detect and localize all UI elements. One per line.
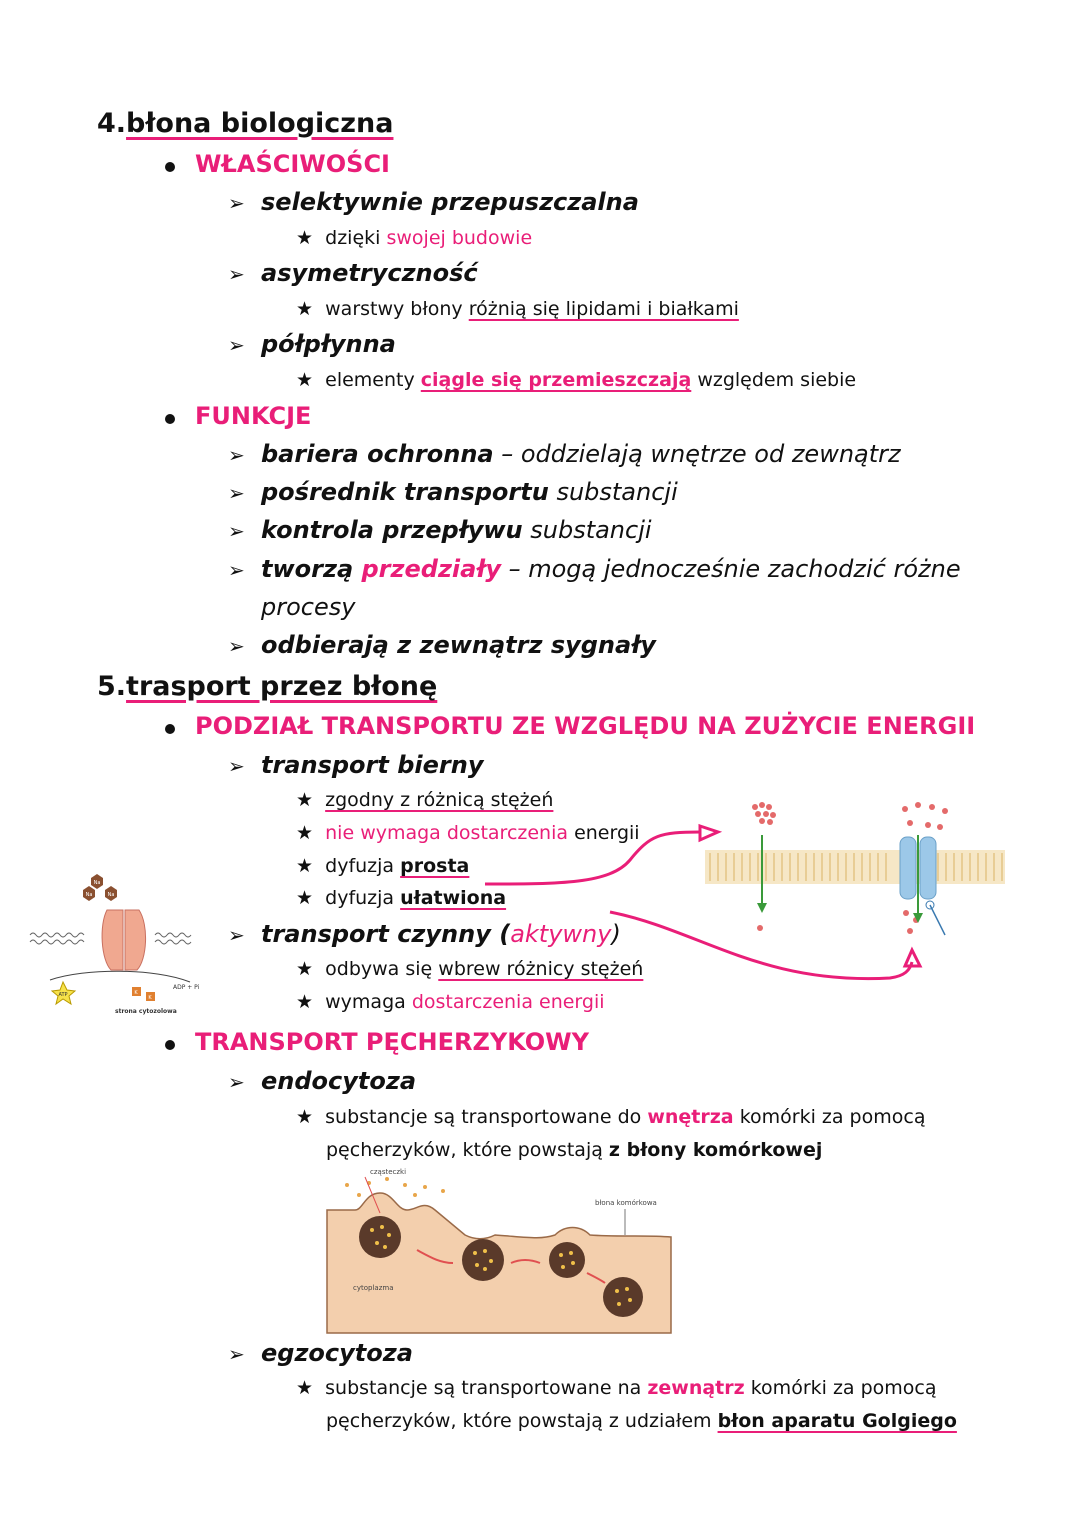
na-label: Na	[86, 892, 93, 898]
arrow-bullet-icon: ➢	[228, 1070, 245, 1094]
function-3: kontrola przepływu substancji	[261, 516, 652, 544]
arrow-bullet-icon: ➢	[228, 333, 245, 357]
star-item-cont: pęcherzyków, które powstają z udziałem b…	[326, 1410, 957, 1432]
function-1: bariera ochronna – oddzielają wnętrze od…	[261, 440, 901, 468]
na-label: Na	[94, 880, 101, 886]
function-4-cont: procesy	[261, 593, 356, 621]
star-item: ★ elementy ciągle się przemieszczają wzg…	[296, 369, 857, 391]
arrow-bullet-icon: ➢	[228, 754, 245, 778]
passive-transport: transport bierny	[261, 751, 484, 779]
bullet-dot	[165, 1040, 175, 1050]
endocytosis: endocytoza	[261, 1067, 417, 1095]
endocytosis-diagram: cząsteczki błona komórkowa cytoplazma	[326, 1168, 672, 1334]
k-label: K	[134, 990, 138, 996]
arrow-bullet-icon: ➢	[228, 481, 245, 505]
exocytosis: egzocytoza	[261, 1339, 413, 1367]
star-icon: ★	[296, 855, 314, 877]
function-2: pośrednik transportu substancji	[261, 478, 678, 506]
arrow-bullet-icon: ➢	[228, 923, 245, 947]
arrow-bullet-icon: ➢	[228, 634, 245, 658]
star-item: ★ odbywa się wbrew różnicy stężeń	[296, 958, 644, 980]
section-5-heading: 5.trasport przez błonę	[97, 671, 437, 702]
property-2: asymetryczność	[261, 259, 478, 287]
star-item: ★ dyfuzja prosta	[296, 855, 470, 877]
properties-header: WŁAŚCIWOŚCI	[195, 150, 390, 178]
active-transport: transport czynny (aktywny)	[261, 920, 621, 948]
na-label: Na	[108, 892, 115, 898]
star-item: ★ substancje są transportowane do wnętrz…	[296, 1106, 926, 1128]
arrow-bullet-icon: ➢	[228, 262, 245, 286]
property-1: selektywnie przepuszczalna	[261, 188, 639, 216]
star-item: ★ wymaga dostarczenia energii	[296, 991, 605, 1013]
star-icon: ★	[296, 369, 314, 391]
star-item: ★ substancje są transportowane na zewnąt…	[296, 1377, 937, 1399]
k-label: K	[148, 995, 152, 1001]
section-number: 5.	[97, 671, 127, 702]
star-icon: ★	[296, 227, 314, 249]
vesicle-header: TRANSPORT PĘCHERZYKOWY	[195, 1028, 590, 1056]
star-icon: ★	[296, 887, 314, 909]
diffusion-diagram	[705, 802, 1005, 936]
star-item: ★ zgodny z różnicą stężeń	[296, 789, 554, 811]
section-title: trasport przez błonę	[126, 671, 438, 702]
section-title: błona biologiczna	[126, 108, 394, 139]
bullet-dot	[165, 414, 175, 424]
function-4: tworzą przedziały – mogą jednocześnie za…	[261, 555, 961, 583]
cytosol-label: strona cytozolowa	[115, 1008, 177, 1015]
star-icon: ★	[296, 822, 314, 844]
adp-label: ADP + Pi	[173, 984, 200, 991]
arrow-bullet-icon: ➢	[228, 1342, 245, 1366]
bullet-dot	[165, 724, 175, 734]
star-icon: ★	[296, 1377, 314, 1399]
arrow-bullet-icon: ➢	[228, 443, 245, 467]
arrow-bullet-icon: ➢	[228, 558, 245, 582]
functions-header: FUNKCJE	[195, 402, 312, 430]
arrow-bullet-icon: ➢	[228, 519, 245, 543]
star-item: ★ dzięki swojej budowie	[296, 227, 533, 249]
bullet-dot	[165, 162, 175, 172]
section-4-heading: 4.błona biologiczna	[97, 108, 393, 139]
function-5: odbierają z zewnątrz sygnały	[261, 631, 656, 659]
property-3: półpłynna	[261, 330, 396, 358]
particles-label: cząsteczki	[370, 1168, 406, 1176]
arrow-bullet-icon: ➢	[228, 191, 245, 215]
star-icon: ★	[296, 991, 314, 1013]
star-item-cont: pęcherzyków, które powstają z błony komó…	[326, 1139, 823, 1161]
section-number: 4.	[97, 108, 127, 139]
star-item: ★ nie wymaga dostarczenia energii	[296, 822, 640, 844]
star-icon: ★	[296, 789, 314, 811]
star-item: ★ warstwy błony różnią się lipidami i bi…	[296, 298, 739, 320]
energy-header: PODZIAŁ TRANSPORTU ZE WZGLĘDU NA ZUŻYCIE…	[195, 712, 976, 740]
star-icon: ★	[296, 1106, 314, 1128]
star-icon: ★	[296, 958, 314, 980]
sodium-potassium-pump-diagram: Na Na Na ATP K K ADP + Pi strona cytozol…	[29, 874, 200, 1015]
star-item: ★ dyfuzja ułatwiona	[296, 887, 507, 909]
cytoplasm-label: cytoplazma	[353, 1284, 393, 1292]
atp-label: ATP	[58, 992, 67, 998]
membrane-label: błona komórkowa	[595, 1199, 657, 1207]
star-icon: ★	[296, 298, 314, 320]
